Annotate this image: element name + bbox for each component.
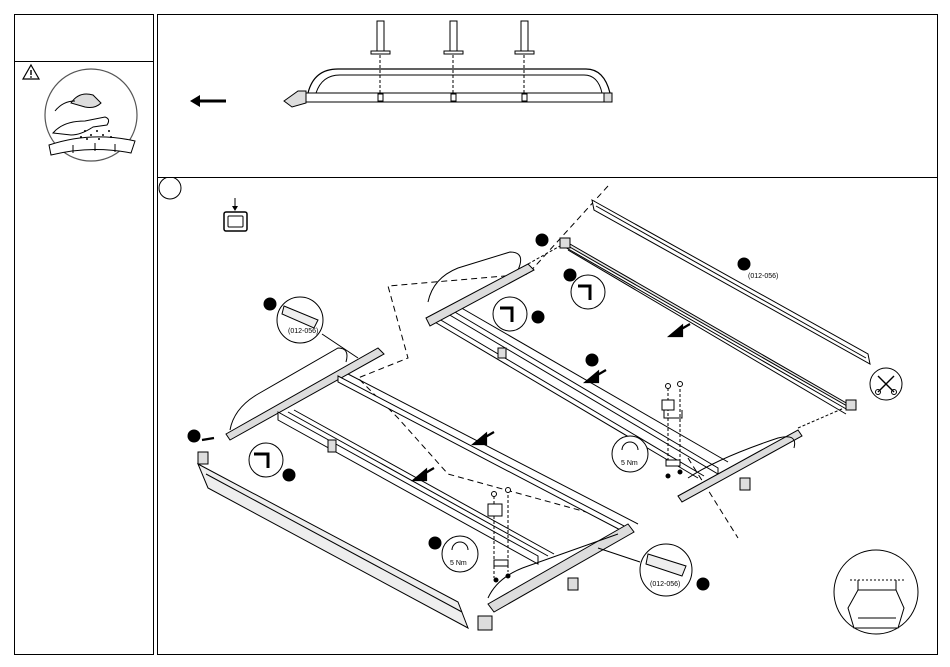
profile-code-front-label: (012-056) (650, 581, 680, 588)
profile-callout-left: (012-056) (277, 297, 358, 358)
rail-side-view (284, 69, 612, 107)
profile-callout-right: (012-056) (748, 273, 778, 280)
profile-callout-front: (012-056) (598, 544, 692, 596)
torque-left-label: 5 Nm (450, 560, 467, 567)
top-step-panel (157, 14, 938, 178)
left-header-box (15, 15, 153, 62)
profile-code-right-label: (012-056) (748, 273, 778, 280)
left-rail-assembly (198, 348, 638, 630)
profile-code-left-label: (012-056) (288, 328, 318, 335)
left-column (14, 14, 154, 655)
left-column-art (15, 61, 153, 661)
torque-wrench-icon: 5 Nm 5 Nm (442, 436, 648, 572)
separator-line (358, 186, 608, 518)
top-step-diagram (158, 15, 937, 177)
scissors-icon (870, 368, 902, 400)
arrow-left-icon (190, 95, 226, 107)
step-number-circle (159, 178, 181, 199)
warning-triangle-icon (23, 65, 39, 79)
press-down-icon (224, 198, 247, 231)
step-bullets (188, 234, 884, 591)
detail-callout-cap (834, 550, 918, 634)
cleaning-hands-icon (45, 69, 137, 161)
main-step-diagram: (012-056) (012-056) (012-056) 5 (158, 178, 937, 654)
bolt-group (371, 21, 534, 93)
main-step-panel: (012-056) (012-056) (012-056) 5 (157, 177, 938, 655)
torque-right-label: 5 Nm (621, 460, 638, 467)
